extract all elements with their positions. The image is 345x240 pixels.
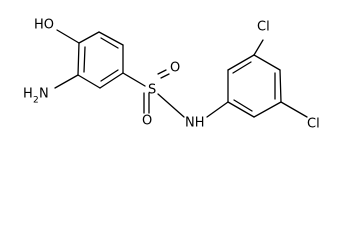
molecule-drawing: HO H 2 N S O O NH Cl Cl [23, 18, 320, 132]
bond [253, 54, 281, 71]
bond-nh-ring [206, 101, 229, 118]
amine-subscript: 2 [33, 96, 39, 106]
sulfonamide-nh-label: NH [185, 116, 205, 131]
bond [227, 101, 255, 118]
left-benzene-ring [77, 31, 124, 89]
sulfur-label: S [148, 83, 156, 98]
bond [98, 31, 124, 46]
bond-s-o-top [157, 69, 167, 75]
bond-to-amine [54, 74, 79, 89]
bond-to-hydroxyl [56, 29, 80, 44]
bond-s-o-top [160, 73, 170, 79]
bond-to-chlorine-top [253, 39, 264, 56]
double-bond-inner [100, 37, 119, 49]
bond [78, 31, 100, 44]
sulfonyl-oxygen-top-label: O [170, 61, 180, 76]
amine-h-label: H [23, 87, 33, 102]
sulfonyl-oxygen-bottom-label: O [142, 114, 152, 129]
amine-n-label: N [39, 87, 49, 102]
double-bond-inner [100, 69, 119, 82]
bond [77, 42, 80, 76]
bond [279, 69, 282, 103]
chlorine-bottom-label: Cl [307, 117, 320, 132]
chlorine-top-label: Cl [257, 20, 270, 35]
hydroxyl-label: HO [34, 18, 54, 33]
bond [253, 101, 282, 118]
double-bond-inner [83, 46, 86, 73]
bond [77, 74, 101, 89]
bond-s-nh [157, 93, 185, 118]
bond-to-chlorine-bottom [280, 101, 308, 118]
bond [227, 54, 255, 71]
right-benzene-ring [227, 54, 282, 118]
chemical-structure-canvas: HO H 2 N S O O NH Cl Cl [23, 17, 320, 132]
bond-to-sulfur [122, 72, 146, 87]
double-bond-inner [233, 99, 253, 112]
bond [99, 72, 124, 89]
double-bond-inner [232, 61, 252, 74]
